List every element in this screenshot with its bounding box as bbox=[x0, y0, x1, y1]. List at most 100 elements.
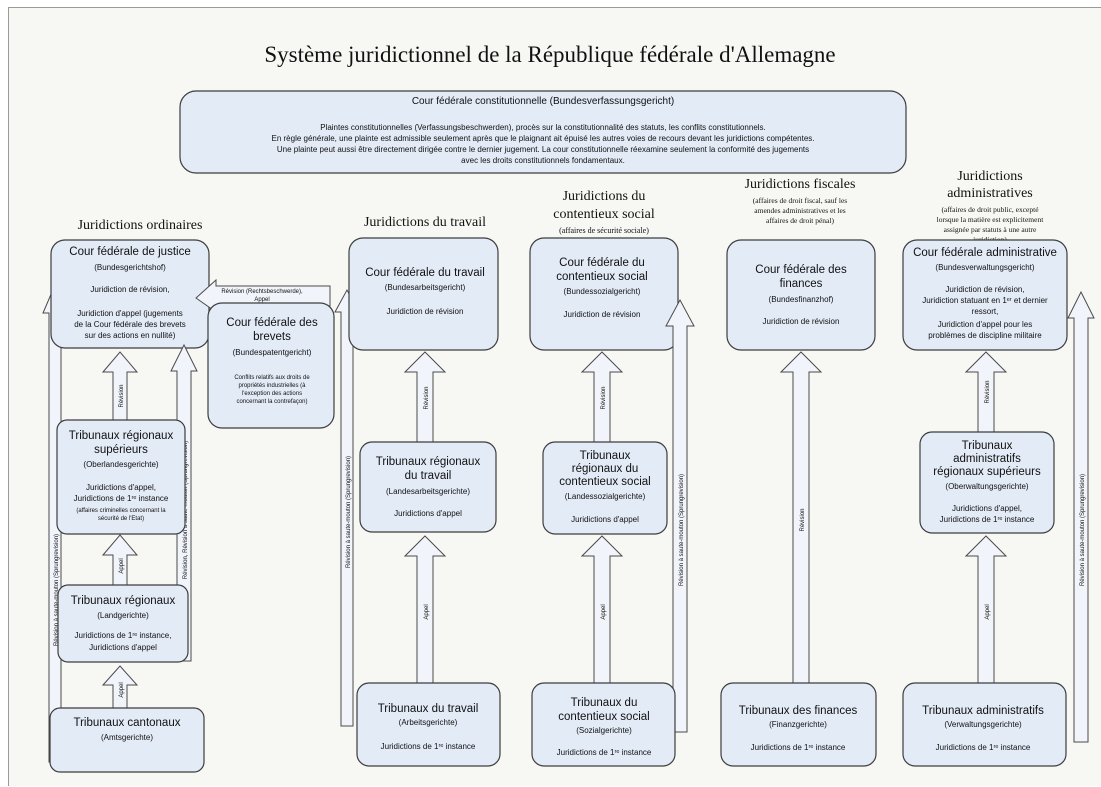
regional-courts-box bbox=[57, 584, 189, 663]
ordinary-appeal-arrow-lower bbox=[101, 665, 139, 709]
constitutional-line-4: avec les droits constitutionnels fondame… bbox=[461, 156, 625, 165]
federal-court-justice-name: Cour fédérale de justice bbox=[69, 246, 190, 258]
social-revision-label: Révision bbox=[601, 386, 607, 409]
social-courts-german: (Sozialgerichte) bbox=[576, 726, 632, 735]
social-heading-1: Juridictions du bbox=[563, 189, 646, 204]
regional-courts-role-2: Juridictions d'appel bbox=[89, 643, 157, 652]
labour-courts-german: (Arbeitsgerichte) bbox=[399, 718, 458, 727]
labour-heading: Juridictions du travail bbox=[364, 215, 486, 230]
admin-courts-box bbox=[902, 682, 1067, 767]
higher-regional-name-2: supérieurs bbox=[94, 444, 148, 456]
labour-regional-name-1: Tribunaux régionaux bbox=[376, 456, 481, 468]
social-leap-arrow bbox=[665, 298, 695, 733]
finance-heading: Juridictions fiscales bbox=[745, 177, 856, 192]
federal-labour-court-box bbox=[348, 237, 499, 351]
finance-courts-name: Tribunaux des finances bbox=[739, 705, 858, 717]
ordinary-leap-label: Révision à saute-mouton (Sprungrevision) bbox=[54, 534, 60, 646]
diagram-title: Système juridictionnel de la République … bbox=[264, 42, 835, 67]
local-courts-german: (Amtsgerichte) bbox=[101, 733, 153, 742]
admin-higher-role-2: Juridictions de 1ʳᵉ instance bbox=[940, 515, 1035, 524]
regional-courts-name: Tribunaux régionaux bbox=[71, 595, 176, 607]
admin-revision-label: Révision bbox=[985, 380, 991, 403]
local-courts-box bbox=[49, 707, 205, 773]
admin-appeal-label: Appel bbox=[985, 604, 991, 619]
federal-court-justice-german: (Bundesgerichtshof) bbox=[94, 263, 166, 272]
admin-heading-2: administratives bbox=[947, 186, 1033, 201]
patent-appeal-label-2: Appel bbox=[254, 297, 269, 303]
federal-finance-court-role: Juridiction de révision bbox=[763, 317, 840, 326]
federal-finance-court-name-2: finances bbox=[780, 278, 823, 290]
admin-leap-label: Révision à saute-mouton (Sprungrevision) bbox=[1080, 474, 1086, 586]
admin-higher-role-1: Juridictions d'appel, bbox=[952, 504, 1022, 513]
ordinary-revision-arrow bbox=[101, 351, 139, 421]
social-courts-name-2: contentieux social bbox=[558, 711, 649, 723]
admin-revision-arrow bbox=[964, 351, 1008, 433]
federal-finance-court-german: (Bundesfinanzhof) bbox=[769, 295, 834, 304]
social-regional-name-1: Tribunaux bbox=[580, 450, 631, 462]
labour-regional-courts-box bbox=[359, 441, 497, 533]
admin-heading-1: Juridictions bbox=[957, 169, 1022, 184]
ordinary-appeal-label-upper: Appel bbox=[119, 558, 125, 573]
constitutional-court-name: Cour fédérale constitutionnelle (Bundesv… bbox=[412, 96, 674, 107]
federal-court-justice-role-2: Juridiction d'appel (jugements bbox=[77, 309, 183, 318]
federal-admin-court-box bbox=[902, 239, 1068, 351]
social-courts-box bbox=[531, 682, 676, 767]
ordinary-revision-leap-label: Révision, Révision à saute-mouton (Sprun… bbox=[183, 441, 189, 579]
constitutional-line-3: Une plainte peut aussi être directement … bbox=[277, 145, 809, 154]
federal-patent-court-desc-1: Conflits relatifs aux droits de bbox=[234, 375, 310, 381]
labour-courts-role: Juridictions de 1ʳᵉ instance bbox=[381, 742, 476, 751]
federal-patent-court-name-1: Cour fédérale des bbox=[226, 317, 318, 329]
labour-courts-box bbox=[356, 682, 501, 767]
labour-regional-name-2: du travail bbox=[405, 470, 452, 482]
local-courts-name: Tribunaux cantonaux bbox=[74, 717, 181, 729]
federal-social-court-name-2: contentieux social bbox=[556, 271, 647, 283]
federal-admin-court-role-2: Juridiction statuant en 1ᵉʳ et dernier bbox=[922, 296, 1048, 305]
higher-regional-role-2: Juridictions de 1ʳᵉ instance bbox=[74, 494, 169, 503]
federal-social-court-name-1: Cour fédérale du bbox=[559, 257, 645, 269]
social-courts-role: Juridictions de 1ʳᵉ instance bbox=[557, 748, 652, 757]
higher-regional-german: (Oberlandesgerichte) bbox=[83, 460, 158, 469]
patent-appeal-label-1: Révision (Rechtsbeschwerde), bbox=[221, 289, 303, 295]
higher-regional-courts-box bbox=[56, 419, 186, 535]
social-regional-name-2: régionaux du bbox=[572, 463, 639, 475]
admin-higher-name-2: administratifs bbox=[953, 453, 1021, 465]
finance-courts-box bbox=[720, 682, 877, 767]
labour-appeal-arrow bbox=[403, 535, 447, 684]
constitutional-court-box bbox=[179, 90, 907, 174]
finance-sub-2: amendes administratives et les bbox=[754, 206, 846, 215]
federal-admin-court-role-4: Juridiction d'appel pour les bbox=[938, 320, 1032, 329]
labour-courts-name: Tribunaux du travail bbox=[378, 703, 479, 715]
federal-patent-court-desc-2: propriétés industrielles (à bbox=[238, 383, 306, 389]
regional-courts-german: (Landgerichte) bbox=[97, 611, 149, 620]
federal-patent-court-desc-3: l'exception des actions bbox=[242, 391, 302, 397]
finance-courts-role: Juridictions de 1ʳᵉ instance bbox=[751, 743, 846, 752]
admin-sub-1: (affaires de droit public, excepté bbox=[941, 205, 1039, 214]
social-appeal-arrow bbox=[580, 535, 624, 684]
federal-admin-court-name: Cour fédérale administrative bbox=[913, 247, 1057, 259]
ordinary-appeal-arrow-upper bbox=[101, 534, 139, 586]
federal-patent-court-box bbox=[207, 302, 335, 429]
federal-patent-court-desc-4: concernant la contrefaçon) bbox=[236, 399, 307, 405]
federal-court-justice-role-4: sur des actions en nullité) bbox=[85, 331, 176, 340]
admin-appeal-arrow bbox=[964, 535, 1008, 684]
federal-social-court-role: Juridiction de révision bbox=[564, 310, 641, 319]
federal-finance-court-name-1: Cour fédérale des bbox=[755, 264, 847, 276]
regional-courts-role-1: Juridictions de 1ʳᵉ instance, bbox=[75, 631, 172, 640]
ordinary-appeal-label-lower: Appel bbox=[119, 682, 125, 697]
admin-higher-name-3: régionaux supérieurs bbox=[933, 466, 1041, 478]
labour-leap-label: Révision à saute-mouton (Sprungrevision) bbox=[346, 456, 352, 568]
finance-revision-label: Révision bbox=[800, 508, 806, 531]
finance-sub-3: affaires de droit pénal) bbox=[766, 216, 834, 225]
constitutional-line-1: Plaintes constitutionnelles (Verfassungs… bbox=[320, 123, 766, 132]
social-regional-role: Juridictions d'appel bbox=[571, 515, 639, 524]
social-appeal-label: Appel bbox=[601, 604, 607, 619]
admin-courts-role: Juridictions de 1ʳᵉ instance bbox=[936, 743, 1031, 752]
higher-regional-note-2: sécurité de l'Etat) bbox=[98, 516, 144, 522]
federal-patent-court-name-2: brevets bbox=[253, 331, 291, 343]
federal-admin-court-role-1: Juridiction de révision, bbox=[945, 285, 1024, 294]
labour-regional-role: Juridictions d'appel bbox=[394, 509, 462, 518]
social-heading-2: contentieux social bbox=[553, 207, 655, 222]
federal-labour-court-german: (Bundesarbeitsgericht) bbox=[385, 283, 466, 292]
